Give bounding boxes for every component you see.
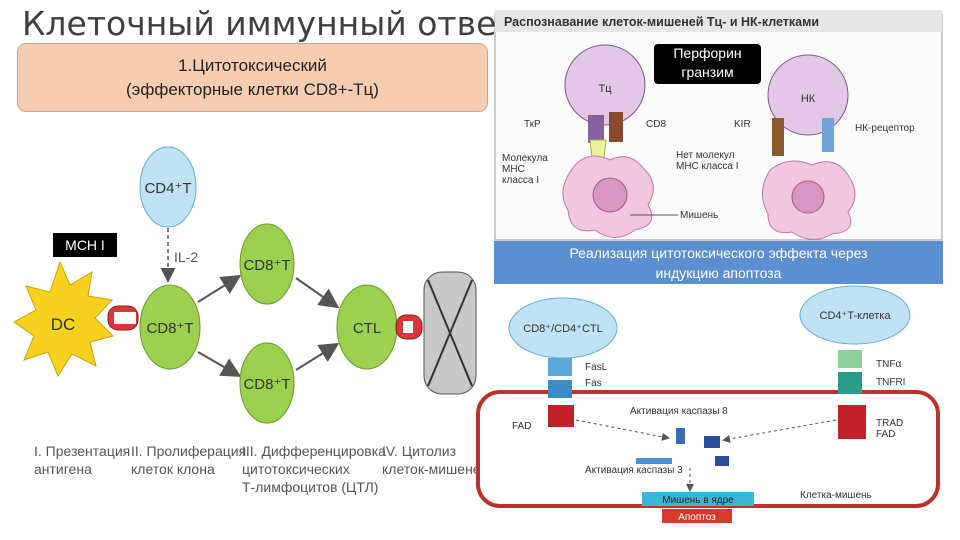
cross-line-2	[427, 279, 473, 387]
arrow-cd8-top-to-ctl	[295, 277, 340, 309]
no-mhc-label-1: Нет молекул	[676, 150, 735, 161]
tnfri-receptor	[838, 372, 862, 394]
mhc-label-3: класса I	[502, 175, 539, 186]
stage-1: I. Презентация антигена	[34, 442, 130, 478]
kir-receptor	[772, 118, 784, 156]
recognition-title-band	[495, 10, 942, 32]
mhc-label-1: Молекула	[502, 153, 548, 164]
target-nucleus-2	[791, 180, 825, 214]
tnfri-label: TNFRI	[876, 377, 905, 388]
stage-1-line1: I. Презентация	[34, 443, 131, 459]
fas-receptor	[548, 380, 572, 398]
caspase-complex	[704, 436, 720, 448]
stage-2-line1: II. Пролиферация	[131, 443, 247, 459]
stage-4-line2: клеток-мишене	[382, 461, 481, 477]
trad-block	[838, 405, 866, 439]
stage-4-line1: IV. Цитолиз	[382, 443, 457, 459]
caspase8-shape	[676, 428, 685, 444]
no-mhc-label-2: МНС класса I	[676, 161, 739, 172]
trad-label: TRAD	[876, 418, 903, 429]
stage-2: II. Пролиферация клеток клона	[131, 442, 246, 478]
tc-label: Тц	[598, 83, 612, 95]
stage-3-line2: цитотоксических	[242, 461, 350, 477]
target-nucleus-1	[592, 177, 628, 213]
slide-title: Клеточный иммунный ответ	[22, 4, 516, 43]
tkr-receptor	[588, 115, 604, 143]
target-nucleus-label: Мишень в ядре	[662, 495, 734, 506]
dc-mhc-receptor-inner	[114, 312, 136, 324]
arrow-to-cd8-bottom	[197, 351, 242, 377]
fas-label: Fas	[585, 378, 602, 389]
cd4-cell-ellipse	[799, 285, 911, 345]
banner-line2: индукцию апоптоза	[655, 265, 782, 281]
cd8-coreceptor	[609, 112, 623, 142]
caspase3-bar	[636, 458, 672, 464]
cytotoxic-heading-line2: (эффекторные клетки CD8+-Тц)	[126, 80, 379, 99]
cd4-cell	[139, 146, 197, 228]
apoptosis-label: Апоптоз	[678, 512, 716, 523]
fas-to-casp-arrow	[575, 419, 670, 441]
cd8-tr-label: CD8	[646, 119, 666, 130]
fad2-label: FAD	[876, 429, 895, 440]
tnfa-receptor	[838, 350, 862, 368]
apoptosis-banner: Реализация цитотоксического эффекта чере…	[494, 241, 943, 284]
cd8-label-1: CD8⁺T	[146, 320, 193, 337]
cd4-cell-label: CD4⁺T-клетка	[820, 310, 892, 322]
caspase3-shape	[715, 456, 729, 466]
cytotoxic-heading-box: 1.Цитотоксический (эффекторные клетки CD…	[17, 43, 488, 112]
cd8-label-3: CD8⁺T	[243, 376, 290, 393]
cd8-cell-2	[239, 223, 295, 305]
arrow-cd8-bottom-to-ctl	[295, 342, 340, 371]
il2-label: IL-2	[174, 249, 198, 265]
cd4-label: CD4⁺T	[144, 180, 191, 197]
dc-label: DC	[51, 315, 76, 334]
fad-label: FAD	[512, 421, 531, 432]
nk-receptor-shape	[822, 118, 834, 152]
cytotoxic-heading-line1: 1.Цитотоксический	[178, 56, 327, 75]
kir-label: KIR	[734, 119, 751, 130]
trad-to-casp-arrow	[722, 419, 837, 443]
dc-cell-shape	[13, 260, 114, 378]
ctl-label: CTL	[353, 320, 381, 337]
mch-label: МСН I	[53, 233, 117, 257]
nk-cell	[767, 54, 849, 136]
target-nucleus-box	[642, 492, 754, 506]
cd8-cell-1	[139, 284, 201, 370]
stage-1-line2: антигена	[34, 461, 92, 477]
stage-3-line1: III. Дифференцировка	[242, 443, 386, 459]
cd8-label-2: CD8⁺T	[243, 257, 290, 274]
stage-3-line3: Т-лимфоцитов (ЦТЛ)	[242, 479, 379, 495]
ctl-cell-label: CD8⁺/CD4⁺CTL	[523, 323, 602, 335]
target-label: Мишень	[680, 210, 718, 221]
nk-label: НК	[801, 93, 816, 105]
ctl-receptor-inner	[403, 321, 413, 333]
nk-receptor-label: НК-рецептор	[855, 123, 915, 134]
apoptosis-box	[662, 509, 732, 523]
casp3-label: Активация каспазы 3	[585, 465, 683, 476]
perforin-line1: Перфорин	[673, 45, 742, 61]
perforin-box: Перфорин гранзим	[654, 44, 761, 84]
fasl-receptor	[548, 358, 572, 376]
arrow-to-cd8-top	[197, 274, 242, 303]
stage-2-line2: клеток клона	[131, 461, 215, 477]
stage-3: III. Дифференцировка цитотоксических Т-л…	[242, 442, 386, 496]
perforin-line2: гранзим	[681, 64, 734, 80]
fad-block	[548, 405, 574, 427]
mhc-label-2: МНС	[502, 164, 525, 175]
target-cell-label: Клетка-мишень	[800, 490, 872, 501]
tkr-label: ТкР	[524, 119, 541, 130]
casp8-label: Активация каспазы 8	[630, 406, 728, 417]
tc-cell	[564, 44, 646, 126]
fasl-label: FasL	[585, 362, 608, 373]
tnfa-label: TNFα	[876, 359, 901, 370]
recognition-title: Распознавание клеток-мишеней Тц- и НК-кл…	[504, 15, 819, 29]
stage-4: IV. Цитолиз клеток-мишене	[382, 442, 481, 478]
cd8-cell-3	[239, 342, 295, 424]
banner-line1: Реализация цитотоксического эффекта чере…	[569, 245, 868, 261]
